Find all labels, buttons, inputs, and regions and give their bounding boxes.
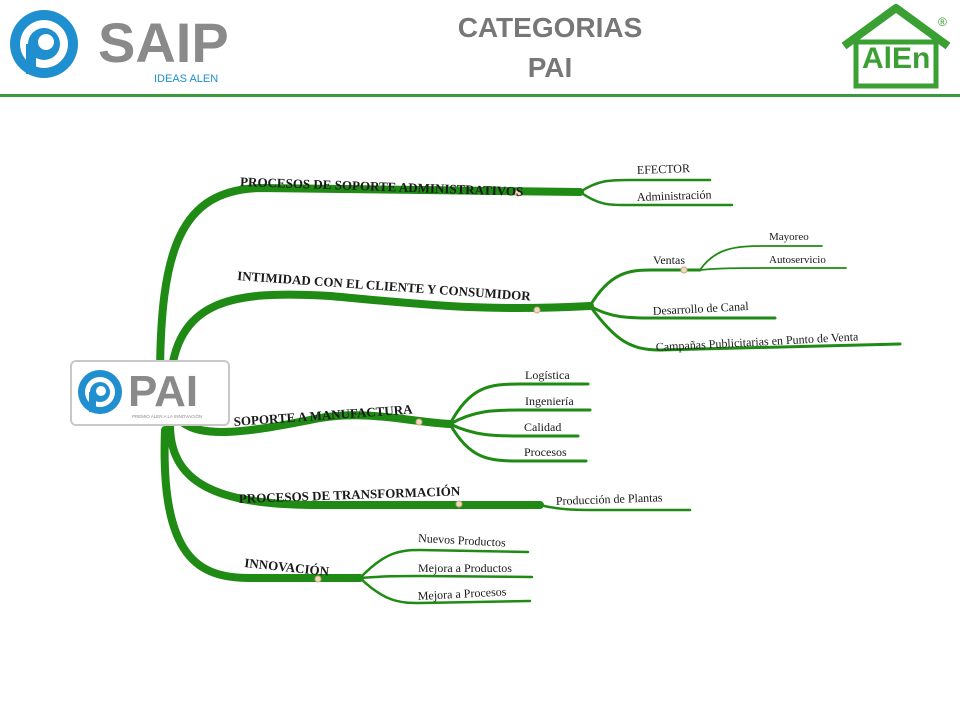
leaf-nuevos-productos: Nuevos Productos	[418, 531, 507, 550]
alen-logo-text: AlEn	[862, 42, 930, 75]
leaf-mejora-productos: Mejora a Productos	[418, 561, 512, 575]
leaf-procesos: Procesos	[524, 445, 567, 459]
branch-line-innovacion	[160, 426, 364, 582]
branch-line-cliente	[166, 290, 594, 389]
svg-text:®: ®	[938, 15, 947, 29]
leaf-autoservicio: Autoservicio	[769, 254, 826, 266]
leaf-mayoreo: Mayoreo	[769, 231, 809, 243]
branch-admin-label: PROCESOS DE SOPORTE ADMINISTRATIVOS	[240, 174, 524, 199]
leaf-ingenieria: Ingeniería	[525, 394, 574, 408]
leaf-campanas: Campañas Publicitarias en Punto de Venta	[655, 329, 859, 354]
page-title-line2: PAI	[527, 52, 573, 83]
header-divider	[0, 94, 960, 97]
saip-logo-text: SAIP	[98, 11, 229, 74]
pai-logo-text: PAI	[128, 367, 198, 416]
alen-logo: AlEn ®	[841, 4, 951, 89]
leaf-efector: EFECTOR	[637, 161, 691, 177]
pai-logo: PAI PREMIO ALEN A LA INNOVACIÓN	[70, 360, 230, 426]
branch-manufactura-label: SOPORTE A MANUFACTURA	[233, 401, 413, 429]
branch-line-manufactura	[176, 411, 454, 436]
node-ventas: Ventas	[653, 253, 685, 267]
branch-line-transformacion	[166, 421, 544, 509]
pai-logo-tagline: PREMIO ALEN A LA INNOVACIÓN	[132, 413, 202, 419]
branch-line-admin	[156, 183, 584, 384]
page-title-line1: CATEGORIAS	[457, 12, 643, 43]
leaf-calidad: Calidad	[524, 420, 561, 434]
leaf-produccion-plantas: Producción de Plantas	[556, 490, 663, 508]
leaf-desarrollo-canal: Desarrollo de Canal	[652, 299, 749, 318]
header: SAIP IDEAS ALEN CATEGORIAS PAI AlEn ®	[0, 0, 960, 100]
saip-logo: SAIP IDEAS ALEN	[10, 10, 229, 85]
leaf-logistica: Logística	[525, 368, 570, 382]
leaf-administracion: Administración	[637, 187, 712, 204]
saip-logo-tagline: IDEAS ALEN	[154, 73, 218, 85]
leaf-mejora-procesos: Mejora a Procesos	[417, 584, 507, 603]
